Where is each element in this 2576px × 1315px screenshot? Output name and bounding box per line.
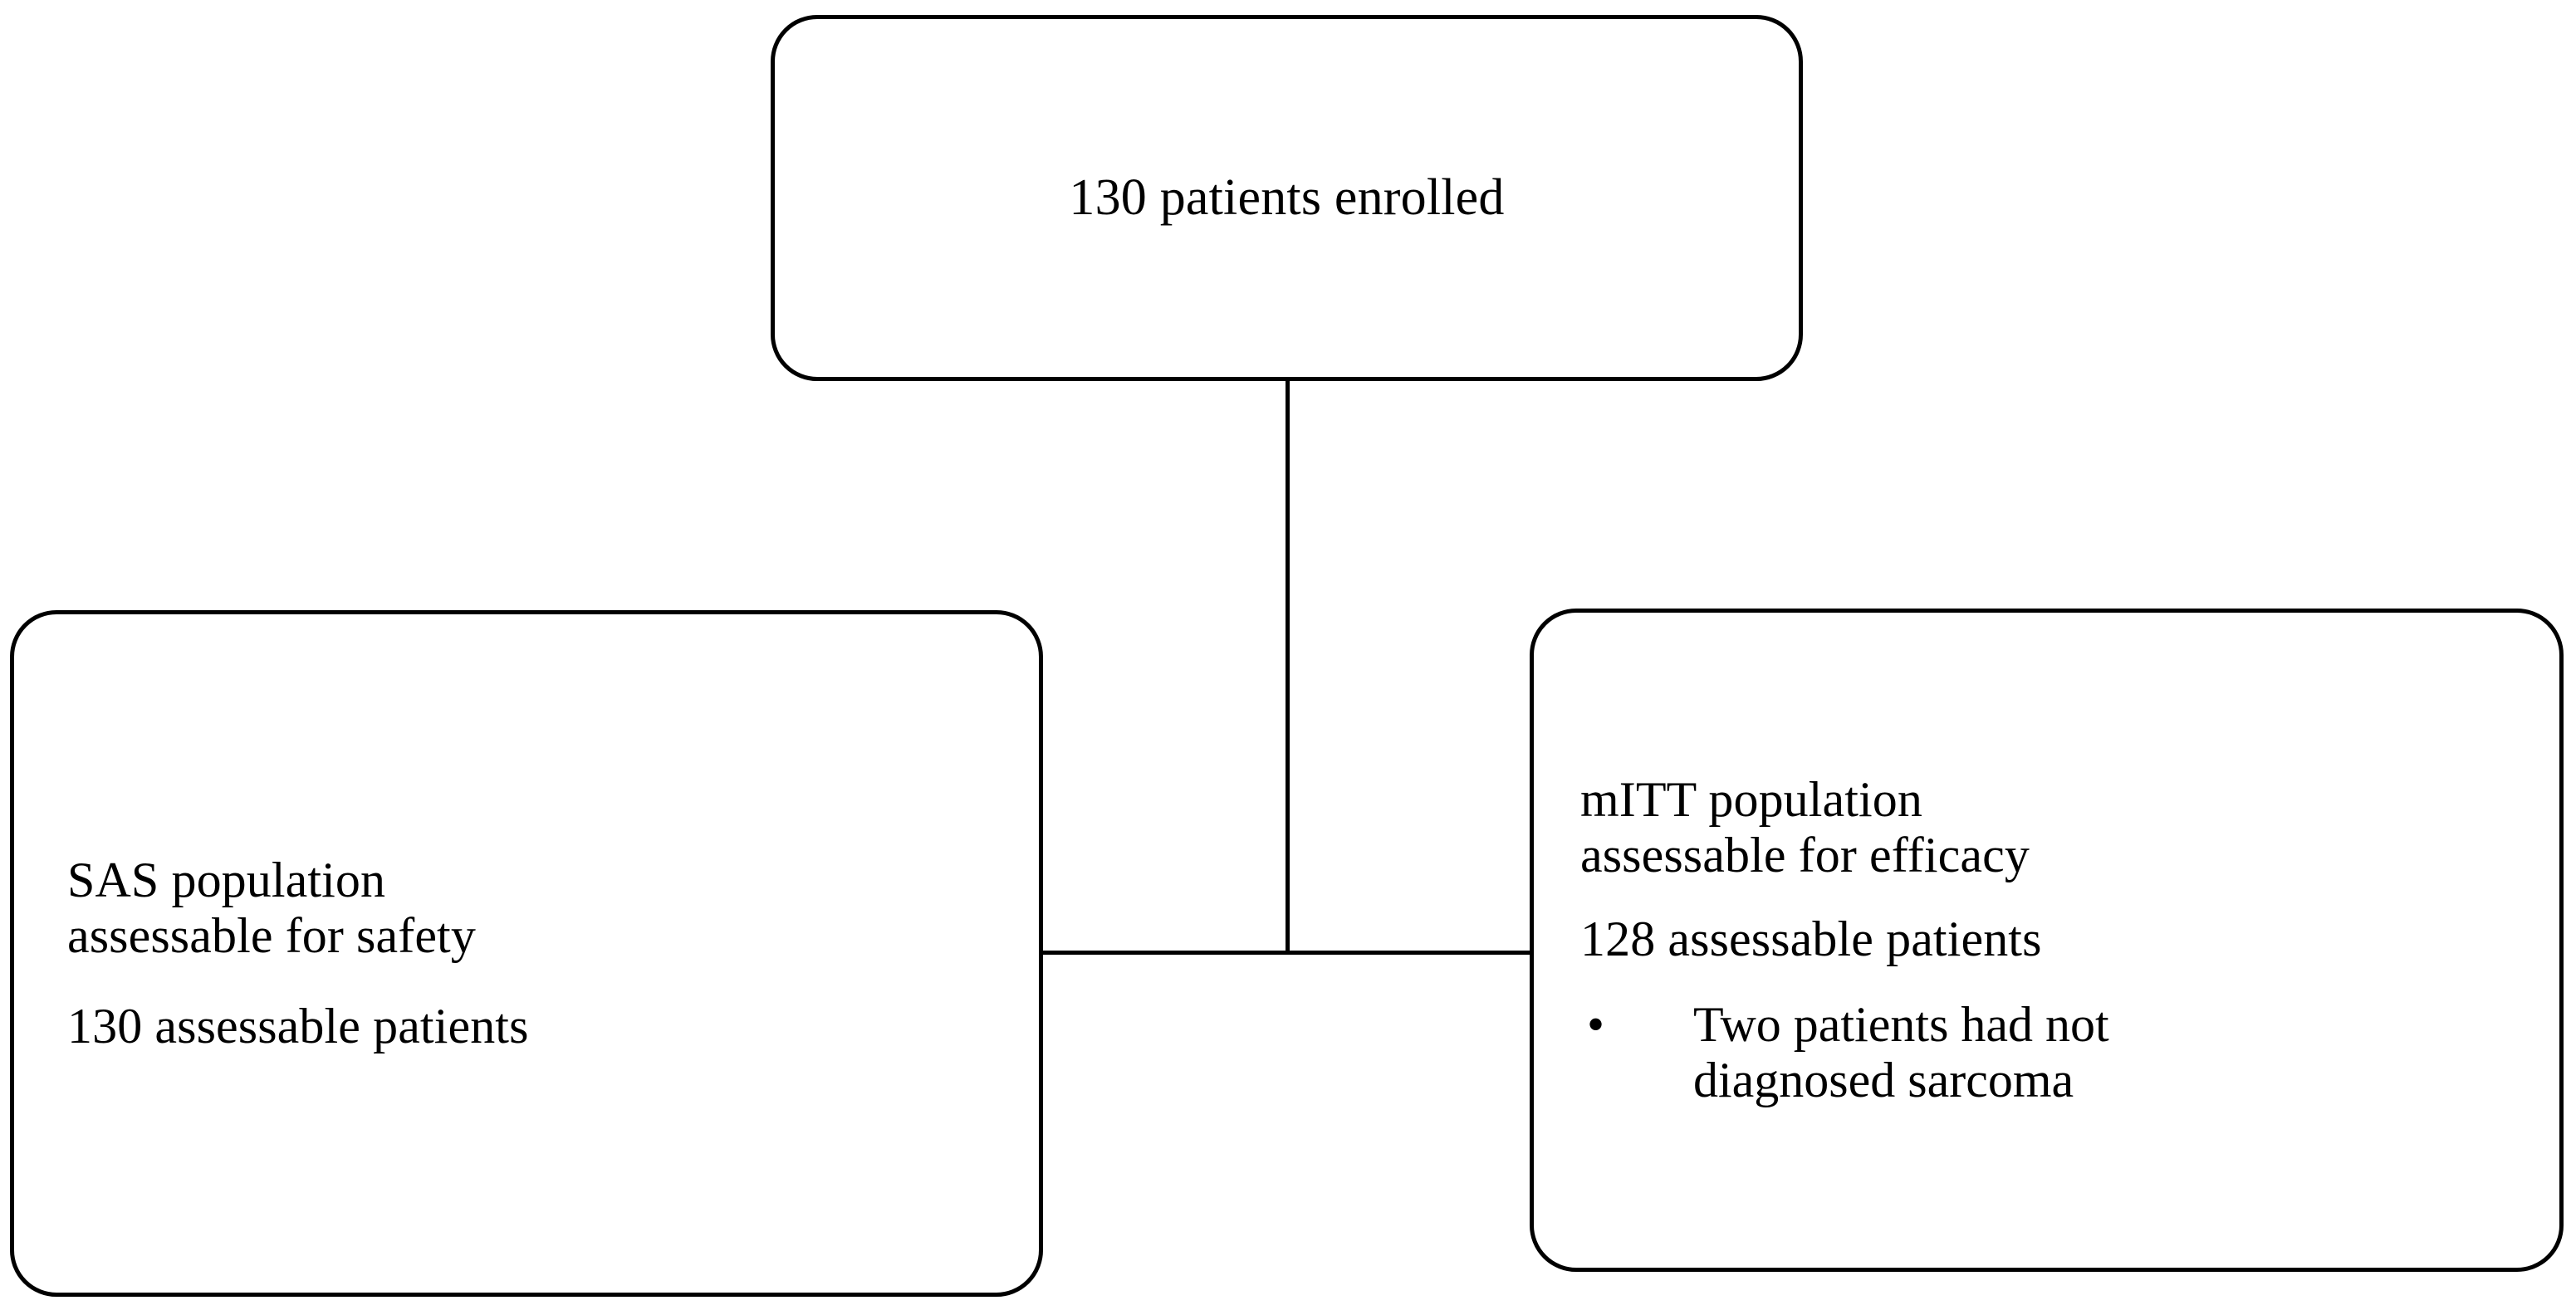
node-mitt-heading-line2: assessable for efficacy bbox=[1580, 827, 2030, 882]
node-sas-heading-line2: assessable for safety bbox=[67, 907, 476, 963]
node-mitt-count: 128 assessable patients bbox=[1580, 911, 2042, 966]
connector-vertical-stem bbox=[1286, 378, 1290, 955]
bullet-point-icon: • bbox=[1587, 997, 1605, 1053]
node-mitt-heading-line1: mITT population bbox=[1580, 771, 1923, 827]
node-mitt-bullet-text: Two patients had not diagnosed sarcoma bbox=[1693, 997, 2521, 1108]
node-mitt-bullet-item: • Two patients had not diagnosed sarcoma bbox=[1580, 997, 2521, 1108]
node-sas-population: SAS population assessable for safety 130… bbox=[10, 610, 1043, 1297]
node-sas-count: 130 assessable patients bbox=[67, 999, 529, 1054]
node-mitt-bullet-line1: Two patients had not bbox=[1693, 997, 2109, 1053]
node-sas-heading: SAS population assessable for safety bbox=[67, 853, 991, 964]
node-mitt-bullet-line2: diagnosed sarcoma bbox=[1693, 1053, 2074, 1108]
node-enrolled-title: 130 patients enrolled bbox=[1069, 169, 1505, 227]
connector-horizontal-bar bbox=[1041, 951, 1534, 955]
node-enrolled: 130 patients enrolled bbox=[771, 15, 1803, 381]
node-sas-heading-line1: SAS population bbox=[67, 852, 386, 907]
node-mitt-population: mITT population assessable for efficacy … bbox=[1530, 609, 2564, 1272]
node-mitt-heading: mITT population assessable for efficacy bbox=[1580, 772, 2521, 883]
